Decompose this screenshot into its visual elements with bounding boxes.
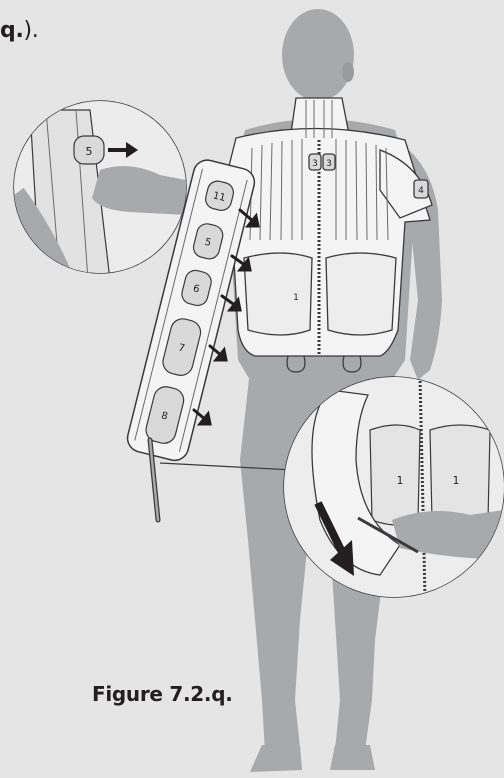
- chest-number-right: 3: [326, 159, 332, 169]
- chest-number-left: 3: [312, 159, 318, 169]
- zoom-top-number: 5: [86, 145, 93, 158]
- back-number: 1: [293, 293, 299, 303]
- shoulder-number: 4: [418, 186, 424, 196]
- zoom-bottom-number-right: 1: [453, 474, 460, 487]
- zoom-callout-top: 5: [14, 100, 186, 280]
- zoom-bottom-number-left: 1: [397, 474, 404, 487]
- zoom-callout-bottom: 1 1: [284, 377, 504, 597]
- figure-caption: Figure 7.2.q.: [92, 682, 233, 706]
